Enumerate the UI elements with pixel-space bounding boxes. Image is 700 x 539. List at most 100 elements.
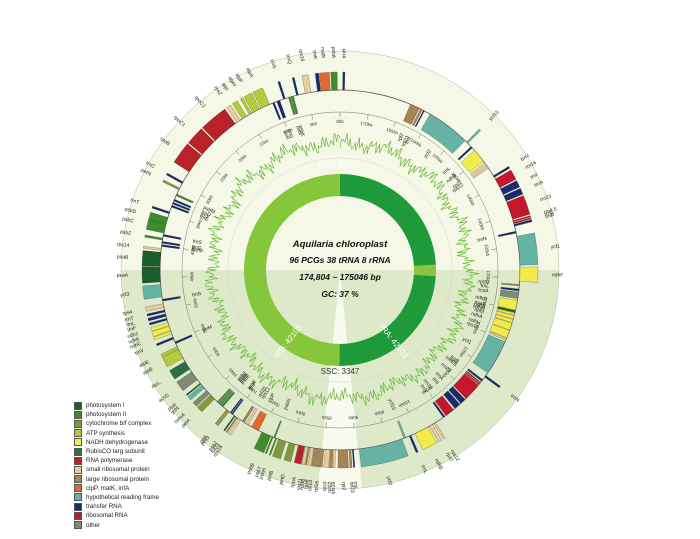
gene-block bbox=[283, 442, 296, 462]
scale-tick-label: 80kb bbox=[295, 409, 306, 417]
gene-block bbox=[506, 195, 531, 220]
gene-block bbox=[226, 104, 241, 123]
gene-label: ycf15 bbox=[387, 398, 397, 412]
gene-label: atpH bbox=[226, 76, 237, 88]
gene-label: rrn5 bbox=[448, 356, 459, 366]
gene-block bbox=[305, 447, 310, 466]
legend-swatch bbox=[74, 511, 82, 520]
scale-tick-label: 60kb bbox=[211, 346, 221, 357]
scale-tick-label: 120kb bbox=[471, 322, 481, 336]
scale-tick-label: 160kb bbox=[410, 137, 424, 148]
gene-block bbox=[171, 205, 190, 214]
gene-block bbox=[472, 166, 489, 179]
gene-label: rpl33 bbox=[210, 442, 221, 455]
gene-block bbox=[228, 418, 241, 436]
gene-label: rrn16 bbox=[524, 160, 537, 171]
gene-block bbox=[294, 444, 305, 465]
gene-label: trnA bbox=[533, 179, 544, 188]
scale-tick bbox=[207, 354, 213, 358]
gene-label: psbK bbox=[297, 125, 306, 138]
gc-midline bbox=[211, 141, 469, 399]
legend-label: small ribosomal protein bbox=[86, 466, 150, 474]
gene-block bbox=[403, 104, 420, 125]
gene-block bbox=[466, 128, 481, 144]
gene-block bbox=[464, 372, 480, 385]
gene-label: ndhK bbox=[128, 336, 142, 346]
ssc-label: SSC: 3347 bbox=[321, 367, 360, 376]
scale-tick-label: 90kb bbox=[348, 415, 359, 421]
gene-block bbox=[156, 337, 174, 347]
gene-label: trnQ bbox=[284, 54, 292, 65]
center-gc-content: GC: 37 % bbox=[321, 289, 359, 299]
legend-label: transfer RNA bbox=[86, 503, 122, 511]
scale-tick-label: 95kb bbox=[374, 409, 385, 417]
gene-block bbox=[143, 246, 162, 251]
ssc-region-arc bbox=[413, 264, 436, 277]
gene-block bbox=[467, 368, 483, 382]
gene-label: rpl36 bbox=[299, 478, 307, 490]
gene-block bbox=[160, 346, 179, 358]
scale-tick-label: 150kb bbox=[450, 171, 462, 184]
gene-block bbox=[252, 87, 270, 109]
legend-item: RNA polymerase bbox=[74, 456, 194, 465]
scale-tick bbox=[459, 171, 464, 175]
gene-label: rbcL bbox=[151, 380, 163, 390]
scale-tick-label: 170kb bbox=[360, 121, 373, 128]
gene-block bbox=[153, 330, 172, 341]
scale-tick-label: 115kb bbox=[458, 345, 469, 358]
scale-tick-label: 85kb bbox=[321, 415, 332, 421]
gene-block bbox=[150, 322, 169, 332]
gene-label: psbL bbox=[237, 371, 249, 383]
legend-item: NADH dehydrogenase bbox=[74, 438, 194, 447]
gene-block bbox=[245, 407, 258, 426]
scale-tick bbox=[194, 329, 200, 333]
gene-block bbox=[146, 219, 167, 234]
scale-tick bbox=[225, 375, 230, 380]
gene-label: trnV bbox=[520, 153, 532, 163]
legend-swatch bbox=[74, 429, 82, 438]
gene-label: ndhA bbox=[470, 311, 484, 321]
gene-block bbox=[513, 219, 533, 227]
gene-label: atpE bbox=[138, 359, 150, 369]
scale-tick bbox=[258, 134, 262, 139]
scale-tick-label: 55kb bbox=[199, 322, 208, 333]
gene-label: rps2 bbox=[212, 85, 223, 97]
legend-label: RNA polymerase bbox=[86, 457, 133, 465]
scale-tick bbox=[271, 407, 274, 413]
scale-tick-label: 70kb bbox=[247, 385, 258, 395]
scale-tick-label: 105kb bbox=[420, 384, 433, 396]
gene-block bbox=[414, 110, 425, 128]
gene-block bbox=[359, 438, 409, 467]
gene-label: trnV bbox=[419, 383, 430, 394]
legend-swatch bbox=[74, 447, 82, 456]
gene-block bbox=[315, 73, 321, 92]
gene-block bbox=[223, 415, 236, 432]
scale-tick-label: 50kb bbox=[192, 297, 199, 308]
gene-block bbox=[188, 128, 215, 155]
gene-block bbox=[501, 282, 520, 286]
legend-label: clpP, matK, infA bbox=[86, 484, 130, 492]
legend-swatch bbox=[74, 465, 82, 474]
gene-block bbox=[516, 232, 539, 266]
gene-label: accD bbox=[158, 392, 171, 404]
legend-swatch bbox=[74, 438, 82, 447]
gene-block bbox=[503, 188, 524, 202]
gene-block bbox=[500, 286, 520, 292]
gene-block bbox=[291, 77, 299, 96]
gene-label: ycf2 bbox=[385, 476, 393, 487]
gene-label: rpl2 bbox=[340, 482, 346, 491]
gene-block bbox=[323, 449, 330, 468]
gene-label: atpA bbox=[244, 67, 254, 79]
gene-block bbox=[432, 401, 445, 418]
gene-block bbox=[202, 108, 236, 141]
gene-block bbox=[495, 310, 515, 319]
scale-tick-label: 35kb bbox=[195, 218, 203, 229]
gene-label: rpl20 bbox=[257, 386, 268, 399]
scale-tick bbox=[246, 393, 251, 398]
gene-block bbox=[311, 448, 317, 467]
center-gene-counts: 96 PCGs 38 tRNA 8 rRNA bbox=[289, 255, 390, 265]
scale-tick-label: 15kb bbox=[258, 138, 269, 148]
gene-block bbox=[500, 180, 520, 195]
legend-label: NADH dehydrogenase bbox=[86, 438, 148, 446]
